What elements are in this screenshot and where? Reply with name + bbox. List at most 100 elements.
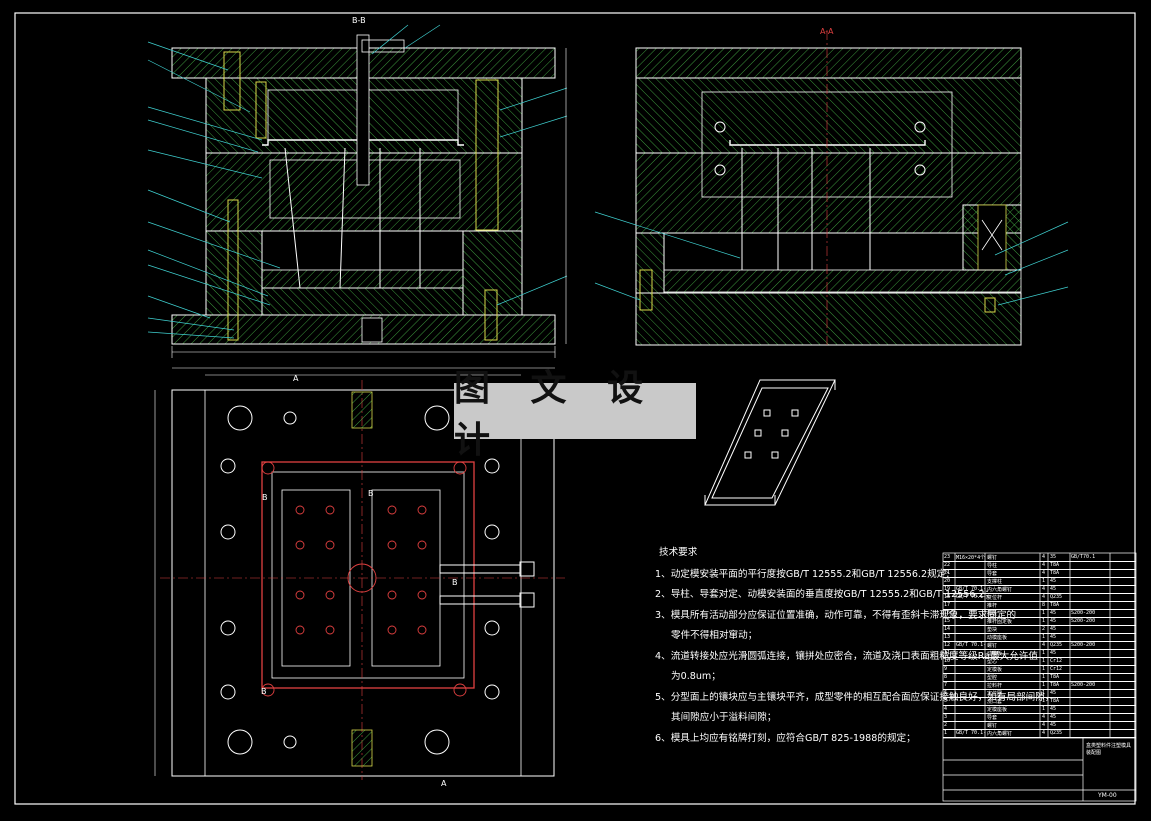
section-marker-b-2: B bbox=[368, 489, 374, 498]
bom-cell-no: 23 bbox=[944, 554, 951, 560]
bom-cell-material: Cr12 bbox=[1050, 658, 1063, 664]
bom-cell-qty: 1 bbox=[1042, 618, 1046, 624]
note-line: 3、模具所有活动部分应保证位置准确，动作可靠，不得有歪斜卡滞现象，要求固定的 bbox=[655, 609, 1017, 621]
bom-cell-std: GB/T 70.1-2000 bbox=[956, 730, 986, 736]
bom-cell-std: GB/T 70.1-2000 bbox=[956, 642, 986, 648]
dimension-lines bbox=[171, 48, 567, 358]
bom-cell-name: 型腔 bbox=[987, 675, 998, 681]
bom-cell-no: 19 bbox=[944, 586, 951, 592]
bom-cell-material: 45 bbox=[1050, 714, 1057, 720]
bom-cell-qty: 1 bbox=[1042, 690, 1046, 696]
bom-cell-material: 45 bbox=[1050, 578, 1057, 584]
note-line: 6、模具上均应有铭牌打刻，应符合GB/T 825-1988的规定； bbox=[655, 732, 916, 744]
bom-cell-no: 17 bbox=[944, 602, 951, 608]
bom-cell-qty: 4 bbox=[1042, 714, 1046, 720]
bom-cell-no: 5 bbox=[944, 698, 948, 704]
bom-cell-qty: 2 bbox=[1042, 626, 1046, 632]
bom-cell-qty: 8 bbox=[1042, 602, 1046, 608]
technical-requirements-title: 技术要求 bbox=[659, 547, 698, 558]
bom-cell-material: Q235 bbox=[1050, 642, 1063, 648]
bom-cell-name: 拉料杆 bbox=[987, 683, 1003, 689]
note-line: 其间隙应小于溢料间隙； bbox=[671, 712, 777, 723]
bom-cell-no: 11 bbox=[944, 650, 951, 656]
plan-view bbox=[154, 367, 565, 780]
bom-cell-no: 9 bbox=[944, 666, 948, 672]
section-marker-a-bottom: A bbox=[441, 779, 447, 788]
bom-row: 1GB/T 70.1-2000内六角螺钉4Q235 bbox=[943, 729, 1136, 738]
bom-cell-name: 螺钉 bbox=[987, 555, 998, 561]
bom-cell-name: 导柱 bbox=[987, 563, 998, 569]
title-block-grid bbox=[942, 552, 1137, 802]
bom-cell-name: 支撑柱 bbox=[987, 579, 1003, 585]
bom-cell-qty: 4 bbox=[1042, 722, 1046, 728]
bom-cell-note: GB/T70.1-2000 bbox=[1071, 554, 1095, 560]
note-line: 2、导柱、导套对定、动模安装面的垂直度按GB/T 12555.2和GB/T 12… bbox=[655, 589, 995, 600]
bom-cell-qty: 1 bbox=[1042, 658, 1046, 664]
bom-cell-material: 35 bbox=[1050, 554, 1057, 560]
bom-cell-no: 13 bbox=[944, 634, 951, 640]
section-marker-a-top: A bbox=[293, 374, 299, 383]
title-block: 23M16×20*4个螺钉435GB/T70.1-200022导柱4T8A21导… bbox=[943, 553, 1136, 801]
bottom-clamp-plate bbox=[171, 314, 556, 345]
bom-cell-no: 3 bbox=[944, 714, 948, 720]
section-marker-b-1: B bbox=[262, 493, 268, 502]
technical-requirements: 技术要求 1、动定模安装平面的平行度按GB/T 12555.2和GB/T 125… bbox=[655, 543, 1055, 749]
drawing-number: YM-00 bbox=[1098, 792, 1117, 799]
note-line: 4、流道转接处应光滑圆弧连接，镶拼处应密合，流道及浇口表面粗糙度等级Ra最大允许… bbox=[655, 650, 1038, 662]
bom-cell-qty: 1 bbox=[1042, 682, 1046, 688]
bom-cell-qty: 1 bbox=[1042, 634, 1046, 640]
bom-cell-qty: 4 bbox=[1042, 562, 1046, 568]
guide-bushing-holes bbox=[220, 405, 500, 755]
guide-pillars bbox=[223, 51, 499, 341]
bom-cell-no: 4 bbox=[944, 706, 948, 712]
bom-cell-material: 45 bbox=[1050, 586, 1057, 592]
bom-cell-name: 复位杆 bbox=[987, 595, 1003, 601]
bom-cell-no: 10 bbox=[944, 658, 951, 664]
bom-cell-no: 12 bbox=[944, 642, 951, 648]
bom-cell-material: T8A bbox=[1050, 602, 1060, 608]
bom-cell-qty: 4 bbox=[1042, 642, 1046, 648]
section-marker-b-4: B bbox=[452, 578, 458, 587]
bom-cell-name: 定模板 bbox=[987, 667, 1003, 673]
bom-cell-material: T8A bbox=[1050, 562, 1060, 568]
bom-cell-qty: 4 bbox=[1042, 730, 1046, 736]
bom-cell-no: 15 bbox=[944, 618, 951, 624]
bom-cell-material: 45 bbox=[1050, 618, 1057, 624]
bom-cell-qty: 4 bbox=[1042, 570, 1046, 576]
section-label-aa: A-A bbox=[820, 27, 834, 36]
bom-cell-qty: 4 bbox=[1042, 554, 1046, 560]
bom-cell-no: 14 bbox=[944, 626, 951, 632]
ejector-holes bbox=[261, 461, 467, 697]
section-aa-view bbox=[594, 30, 1069, 346]
note-line: 5、分型面上的镶块应与主镶块平齐，成型零件的相互配合面应保证接触良好，如有局部间… bbox=[655, 691, 1055, 703]
bom-cell-name: 导套 bbox=[987, 571, 998, 577]
bom-cell-material: Cr12 bbox=[1050, 666, 1063, 672]
note-line: 零件不得相对窜动； bbox=[671, 630, 758, 641]
section-bb-view bbox=[147, 24, 568, 358]
bom-cell-name: 定模座板 bbox=[987, 707, 1008, 713]
bom-cell-std: GB/T 70.1-2000 bbox=[956, 586, 986, 592]
bom-cell-name: 内六角螺钉 bbox=[987, 731, 1013, 737]
bom-cell-qty: 1 bbox=[1042, 666, 1046, 672]
bom-cell-name: 螺钉 bbox=[987, 723, 998, 729]
bom-cell-note: S200-200-2 bbox=[1071, 610, 1095, 616]
bom-cell-name: 推杆固定板 bbox=[987, 619, 1013, 625]
bom-cell-name: 动模座板 bbox=[987, 635, 1008, 641]
bom-cell-qty: 1 bbox=[1042, 674, 1046, 680]
note-line: 为0.8um； bbox=[671, 671, 721, 682]
bom-cell-name: 定位圈 bbox=[987, 691, 1003, 697]
bom-cell-material: 45 bbox=[1050, 610, 1057, 616]
sprue-bushing bbox=[356, 34, 405, 186]
